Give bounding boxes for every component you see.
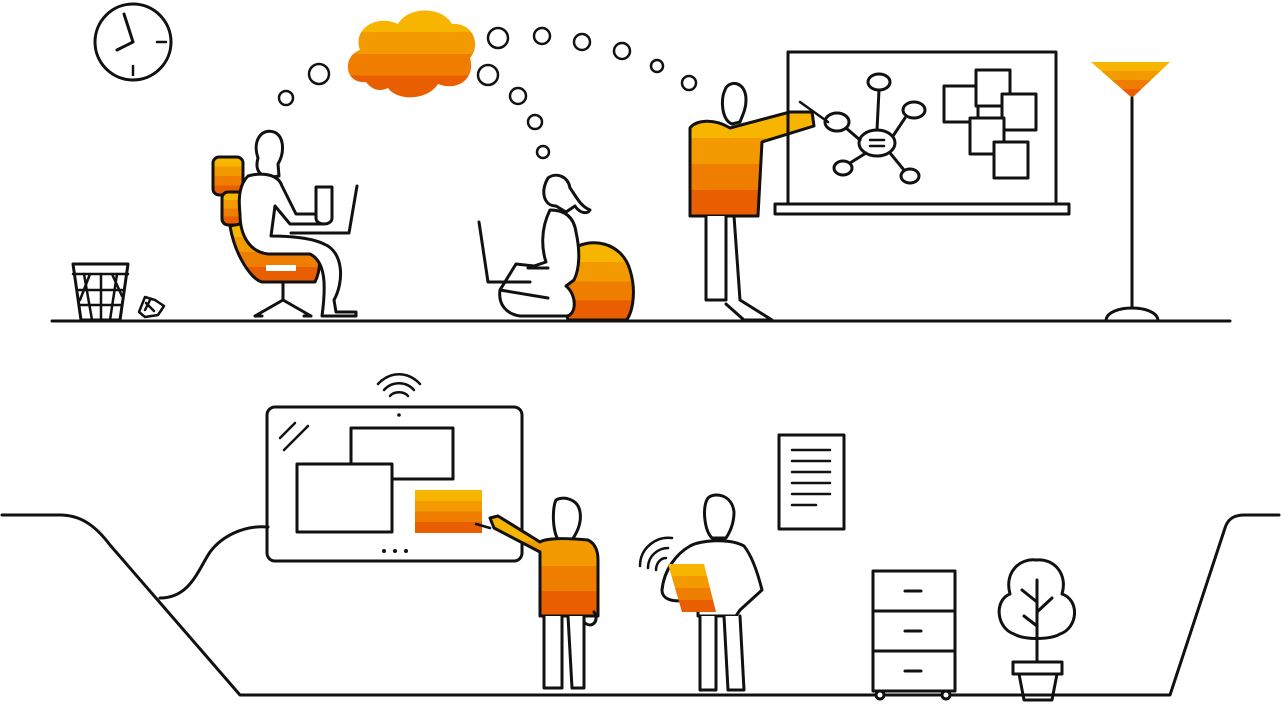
wall-curve (158, 525, 270, 600)
mind-map-diagram (823, 72, 927, 185)
crumpled-paper-icon (137, 295, 166, 319)
whiteboard (773, 50, 1071, 216)
floor-lamp (1091, 62, 1170, 322)
beanbag-person (477, 173, 635, 322)
armchair-person (211, 129, 359, 318)
bottom-floor-outline (0, 513, 1281, 697)
potted-plant-icon (997, 558, 1076, 702)
wifi-signal-icon (638, 536, 674, 572)
presenting-person (688, 81, 830, 322)
wall-clock-icon (93, 2, 173, 82)
tablet-person (638, 493, 764, 692)
interactive-display (265, 405, 524, 563)
document-icon (777, 433, 846, 531)
thought-dots (277, 26, 698, 160)
display-user-person (474, 496, 600, 690)
wifi-icon (376, 373, 422, 417)
wastebasket-icon (71, 262, 130, 322)
thought-cloud-icon (347, 10, 476, 98)
sticky-notes (942, 68, 1038, 180)
filing-cabinet (871, 569, 957, 701)
